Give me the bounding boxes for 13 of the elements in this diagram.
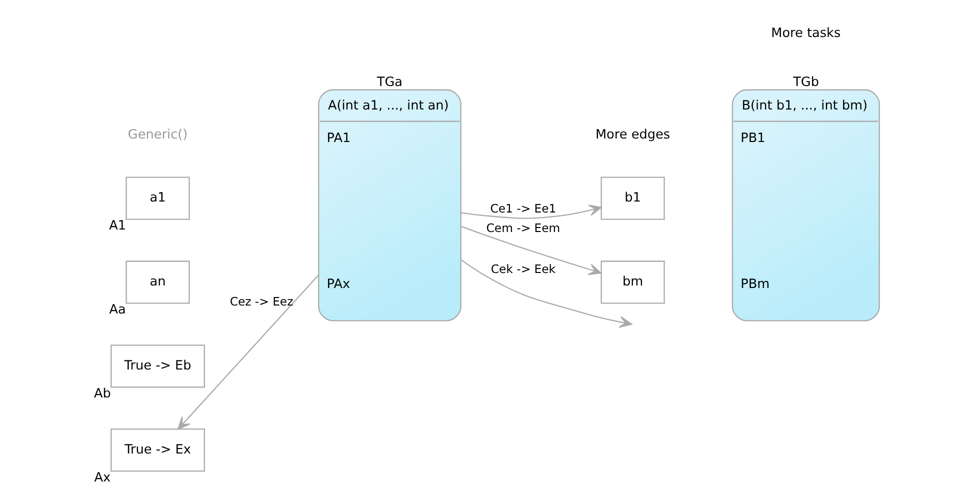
edge-label: Cek -> Eek bbox=[490, 262, 556, 276]
edge-label: Cem -> Eem bbox=[486, 221, 560, 236]
node-label: Aa bbox=[109, 302, 126, 318]
edge-label: Cez -> Eez bbox=[230, 294, 294, 309]
edge-label: Ce1 -> Ee1 bbox=[490, 201, 556, 216]
node-label: TGb bbox=[793, 75, 819, 90]
label: More edges bbox=[596, 128, 670, 143]
node-label: Ax bbox=[94, 470, 111, 486]
label: More tasks bbox=[771, 26, 841, 42]
node-label: TGa bbox=[376, 75, 403, 90]
node-label: Ab bbox=[94, 386, 111, 402]
node-label: A1 bbox=[109, 218, 126, 234]
label: Generic() bbox=[128, 128, 188, 143]
